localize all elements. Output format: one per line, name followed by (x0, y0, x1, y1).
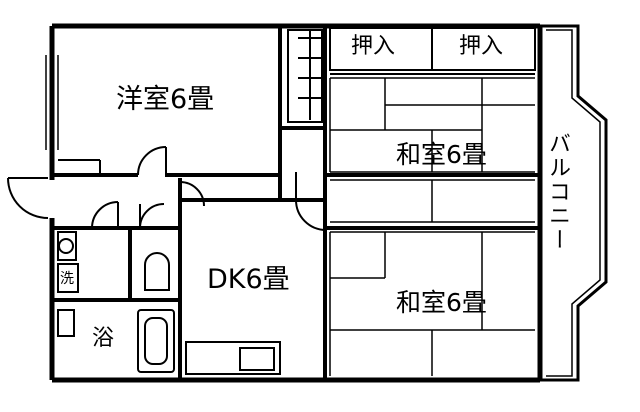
tatami-lower (329, 231, 535, 376)
dining-kitchen-label: DK6畳 (207, 264, 290, 295)
japanese-room-bottom-label: 和室6畳 (396, 288, 487, 317)
closet-right-label: 押入 (459, 34, 504, 59)
balcony-label: バルコニー (545, 132, 570, 252)
closet-left-label: 押入 (351, 34, 396, 59)
tatami-upper (329, 77, 535, 223)
balcony (540, 24, 608, 382)
closet-shelves (329, 27, 536, 75)
japanese-room-top-label: 和室6畳 (396, 140, 487, 169)
fixtures (57, 159, 281, 375)
interior-walls (52, 26, 540, 380)
western-room-label: 洋室6畳 (116, 84, 215, 115)
outer-walls (49, 23, 543, 383)
hanger-rod (287, 29, 323, 123)
doors (7, 146, 327, 231)
window-left (45, 55, 59, 150)
bath-label: 浴 (92, 326, 115, 351)
wash-label: 洗 (60, 271, 74, 287)
